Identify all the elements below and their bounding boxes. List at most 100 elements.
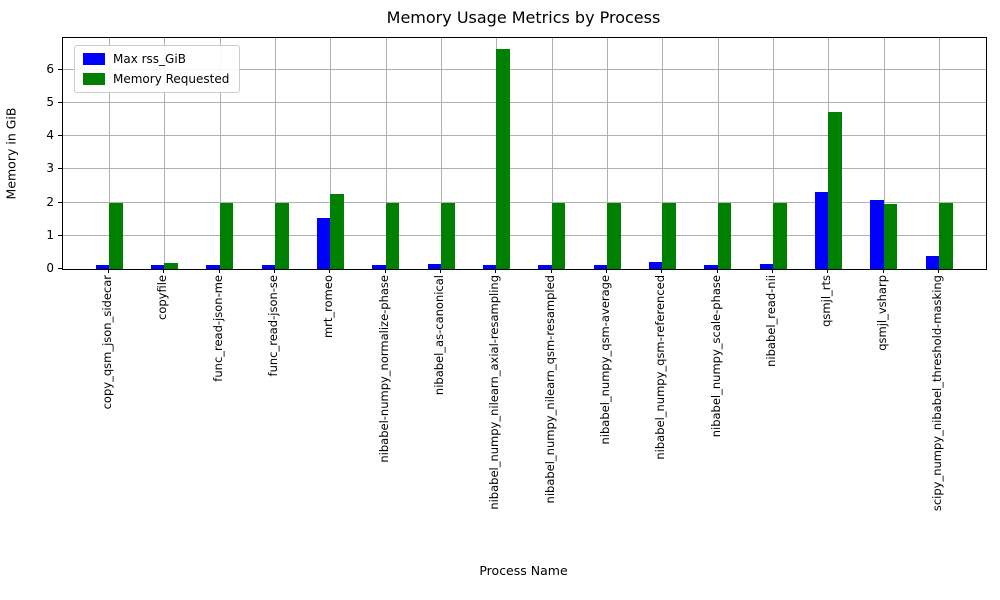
bar-mem-requested [551, 202, 566, 269]
bar-max-rss [814, 191, 829, 269]
bar-max-rss [482, 264, 497, 269]
y-gridline [63, 234, 986, 236]
y-tick-label: 1 [46, 227, 54, 242]
x-tick-mark [716, 269, 718, 273]
bar-mem-requested [109, 202, 123, 269]
bar-mem-requested [607, 202, 621, 269]
bar-mem-requested [164, 262, 178, 269]
bar-max-rss [261, 264, 275, 269]
x-tick-label: mrt_romeo [321, 275, 336, 339]
x-tick-mark [661, 269, 663, 273]
y-tick-label: 5 [46, 95, 54, 110]
x-tick-mark [882, 269, 884, 273]
x-gridline [109, 38, 110, 269]
x-tick-label: nibabel-numpy_normalize-phase [376, 275, 391, 463]
x-tick-mark [938, 269, 939, 273]
x-gridline [330, 38, 332, 269]
x-gridline [551, 38, 553, 269]
x-tick-mark [384, 269, 386, 273]
legend-label: Memory Requested [113, 72, 230, 86]
bar-mem-requested [275, 202, 289, 269]
bar-max-rss [593, 265, 607, 269]
bar-mem-requested [385, 202, 400, 269]
bar-mem-requested [883, 203, 898, 269]
x-gridline [385, 38, 387, 269]
x-tick-label: nibabel_numpy_scale-phase [708, 275, 723, 438]
legend-label: Max rss_GiB [113, 52, 186, 66]
x-gridline [219, 38, 221, 269]
x-tick-label: qsmjl_rts [819, 275, 834, 327]
y-tick-label: 6 [46, 61, 54, 76]
x-gridline [662, 38, 664, 269]
bar-max-rss [759, 263, 773, 269]
y-tick-mark [58, 201, 62, 203]
legend-swatch-icon [83, 73, 105, 85]
y-gridline [63, 68, 986, 70]
x-tick-mark [550, 269, 552, 273]
x-gridline [441, 38, 442, 269]
x-gridline [773, 38, 774, 269]
x-gridline [607, 38, 608, 269]
x-tick-label: nibabel_numpy_qsm-average [598, 275, 612, 445]
x-axis-label: Process Name [479, 563, 568, 578]
bar-mem-requested [828, 112, 842, 269]
bar-mem-requested [662, 202, 676, 269]
chart-title: Memory Usage Metrics by Process [386, 8, 661, 27]
plot-area: Max rss_GiB Memory Requested [62, 37, 987, 270]
bar-max-rss [206, 264, 220, 269]
y-tick-mark [58, 102, 62, 104]
x-gridline [717, 38, 719, 269]
y-gridline [63, 102, 986, 104]
bar-mem-requested [219, 202, 234, 269]
x-tick-label: nibabel_numpy_nilearn_axial-resampling [487, 275, 502, 510]
x-gridline [883, 38, 885, 269]
bar-max-rss [150, 265, 165, 269]
x-tick-mark [163, 269, 165, 273]
x-tick-mark [108, 269, 109, 273]
x-tick-mark [274, 269, 275, 273]
y-tick-label: 4 [46, 128, 54, 143]
bar-max-rss [95, 264, 109, 269]
bar-mem-requested [441, 202, 455, 269]
bar-mem-requested [496, 48, 510, 269]
bar-max-rss [538, 265, 552, 269]
y-tick-mark [58, 68, 62, 70]
y-axis-label: Memory in GiB [3, 107, 19, 200]
y-gridline [63, 135, 986, 137]
y-tick-label: 3 [46, 161, 54, 176]
x-tick-label: nibabel_numpy_nilearn_qsm-resampled [542, 275, 557, 504]
x-tick-label: nibabel_read-nii [764, 275, 778, 367]
y-tick-label: 0 [46, 261, 54, 275]
bar-max-rss [648, 261, 663, 269]
y-tick-mark [58, 268, 62, 269]
x-tick-mark [440, 269, 441, 273]
x-tick-mark [606, 269, 607, 273]
bar-max-rss [870, 199, 884, 269]
x-tick-mark [772, 269, 773, 273]
bar-max-rss [372, 265, 386, 269]
y-tick-mark [58, 135, 62, 137]
bar-mem-requested [330, 194, 344, 269]
x-gridline [275, 38, 276, 269]
y-tick-mark [58, 168, 62, 170]
x-tick-label: copy_qsm_json_sidecar [100, 275, 114, 410]
bar-max-rss [925, 256, 939, 269]
x-tick-mark [827, 269, 829, 273]
bar-max-rss [427, 263, 441, 269]
y-tick-mark [58, 234, 62, 236]
x-tick-mark [218, 269, 220, 273]
legend: Max rss_GiB Memory Requested [74, 45, 241, 93]
x-tick-label: copyfile [155, 275, 170, 320]
bar-max-rss [316, 217, 331, 269]
x-gridline [939, 38, 940, 269]
legend-swatch-icon [83, 53, 105, 65]
x-tick-label: nibabel_as-canonical [432, 275, 446, 396]
x-tick-label: scipy_numpy_nibabel_threshold-masking [930, 275, 944, 512]
x-tick-label: nibabel_numpy_qsm-referenced [653, 275, 668, 460]
x-tick-mark [329, 269, 331, 273]
x-tick-label: func_read-json-se [266, 275, 280, 377]
y-gridline [63, 201, 986, 203]
bar-mem-requested [939, 202, 953, 269]
bar-mem-requested [773, 202, 787, 269]
